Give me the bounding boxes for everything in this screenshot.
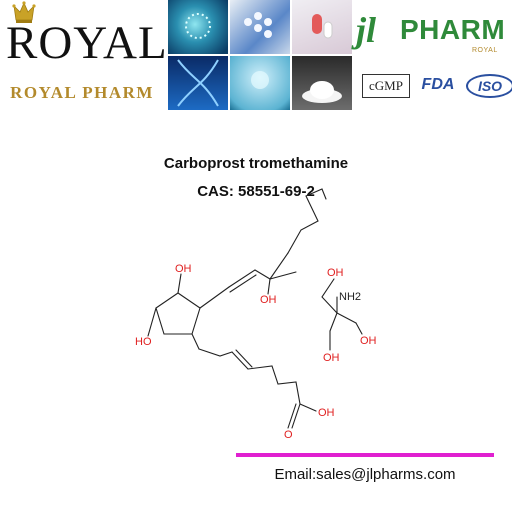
royal-logo: ROYAL ROYAL PHARM bbox=[0, 0, 168, 110]
jl-pharm-logo: jl PHARM ROYAL bbox=[356, 0, 512, 62]
fda-badge: FDA bbox=[421, 76, 455, 93]
cgmp-badge: cGMP bbox=[362, 74, 410, 98]
jl-mark: jl bbox=[356, 10, 377, 50]
hydroxyl-label: OH bbox=[327, 267, 344, 279]
crown-icon bbox=[12, 1, 36, 23]
royal-subtitle: ROYAL PHARM bbox=[10, 83, 154, 102]
hydroxyl-label: OH bbox=[260, 294, 277, 306]
hydroxyl-label: OH bbox=[360, 335, 377, 347]
footer-divider bbox=[236, 453, 494, 457]
dna-photo bbox=[168, 56, 228, 110]
hydroxyl-label: OH bbox=[323, 352, 340, 364]
hydroxyl-label: HO bbox=[135, 336, 152, 348]
cas-number: CAS: 58551-69-2 bbox=[197, 183, 315, 200]
virus-photo bbox=[168, 0, 228, 54]
contact-email: Email:sales@jlpharms.com bbox=[274, 466, 456, 483]
capsules-photo bbox=[292, 0, 352, 54]
photo-grid bbox=[168, 0, 352, 110]
droplet-photo bbox=[230, 56, 290, 110]
hydroxyl-label: OH bbox=[175, 263, 192, 275]
compound-name: Carboprost tromethamine bbox=[163, 155, 349, 172]
powder-photo bbox=[292, 56, 352, 110]
iso-badge: ISO bbox=[466, 74, 512, 98]
royal-wordmark: ROYAL bbox=[6, 17, 168, 69]
blister-pack-photo bbox=[230, 0, 290, 54]
certification-badges: cGMP FDA ISO bbox=[356, 68, 512, 108]
jl-subtitle: ROYAL bbox=[472, 47, 498, 54]
carbonyl-oxygen-label: O bbox=[284, 429, 293, 441]
amine-label: NH2 bbox=[339, 291, 361, 303]
hydroxyl-label: OH bbox=[318, 407, 335, 419]
jl-wordmark: PHARM bbox=[400, 14, 506, 45]
